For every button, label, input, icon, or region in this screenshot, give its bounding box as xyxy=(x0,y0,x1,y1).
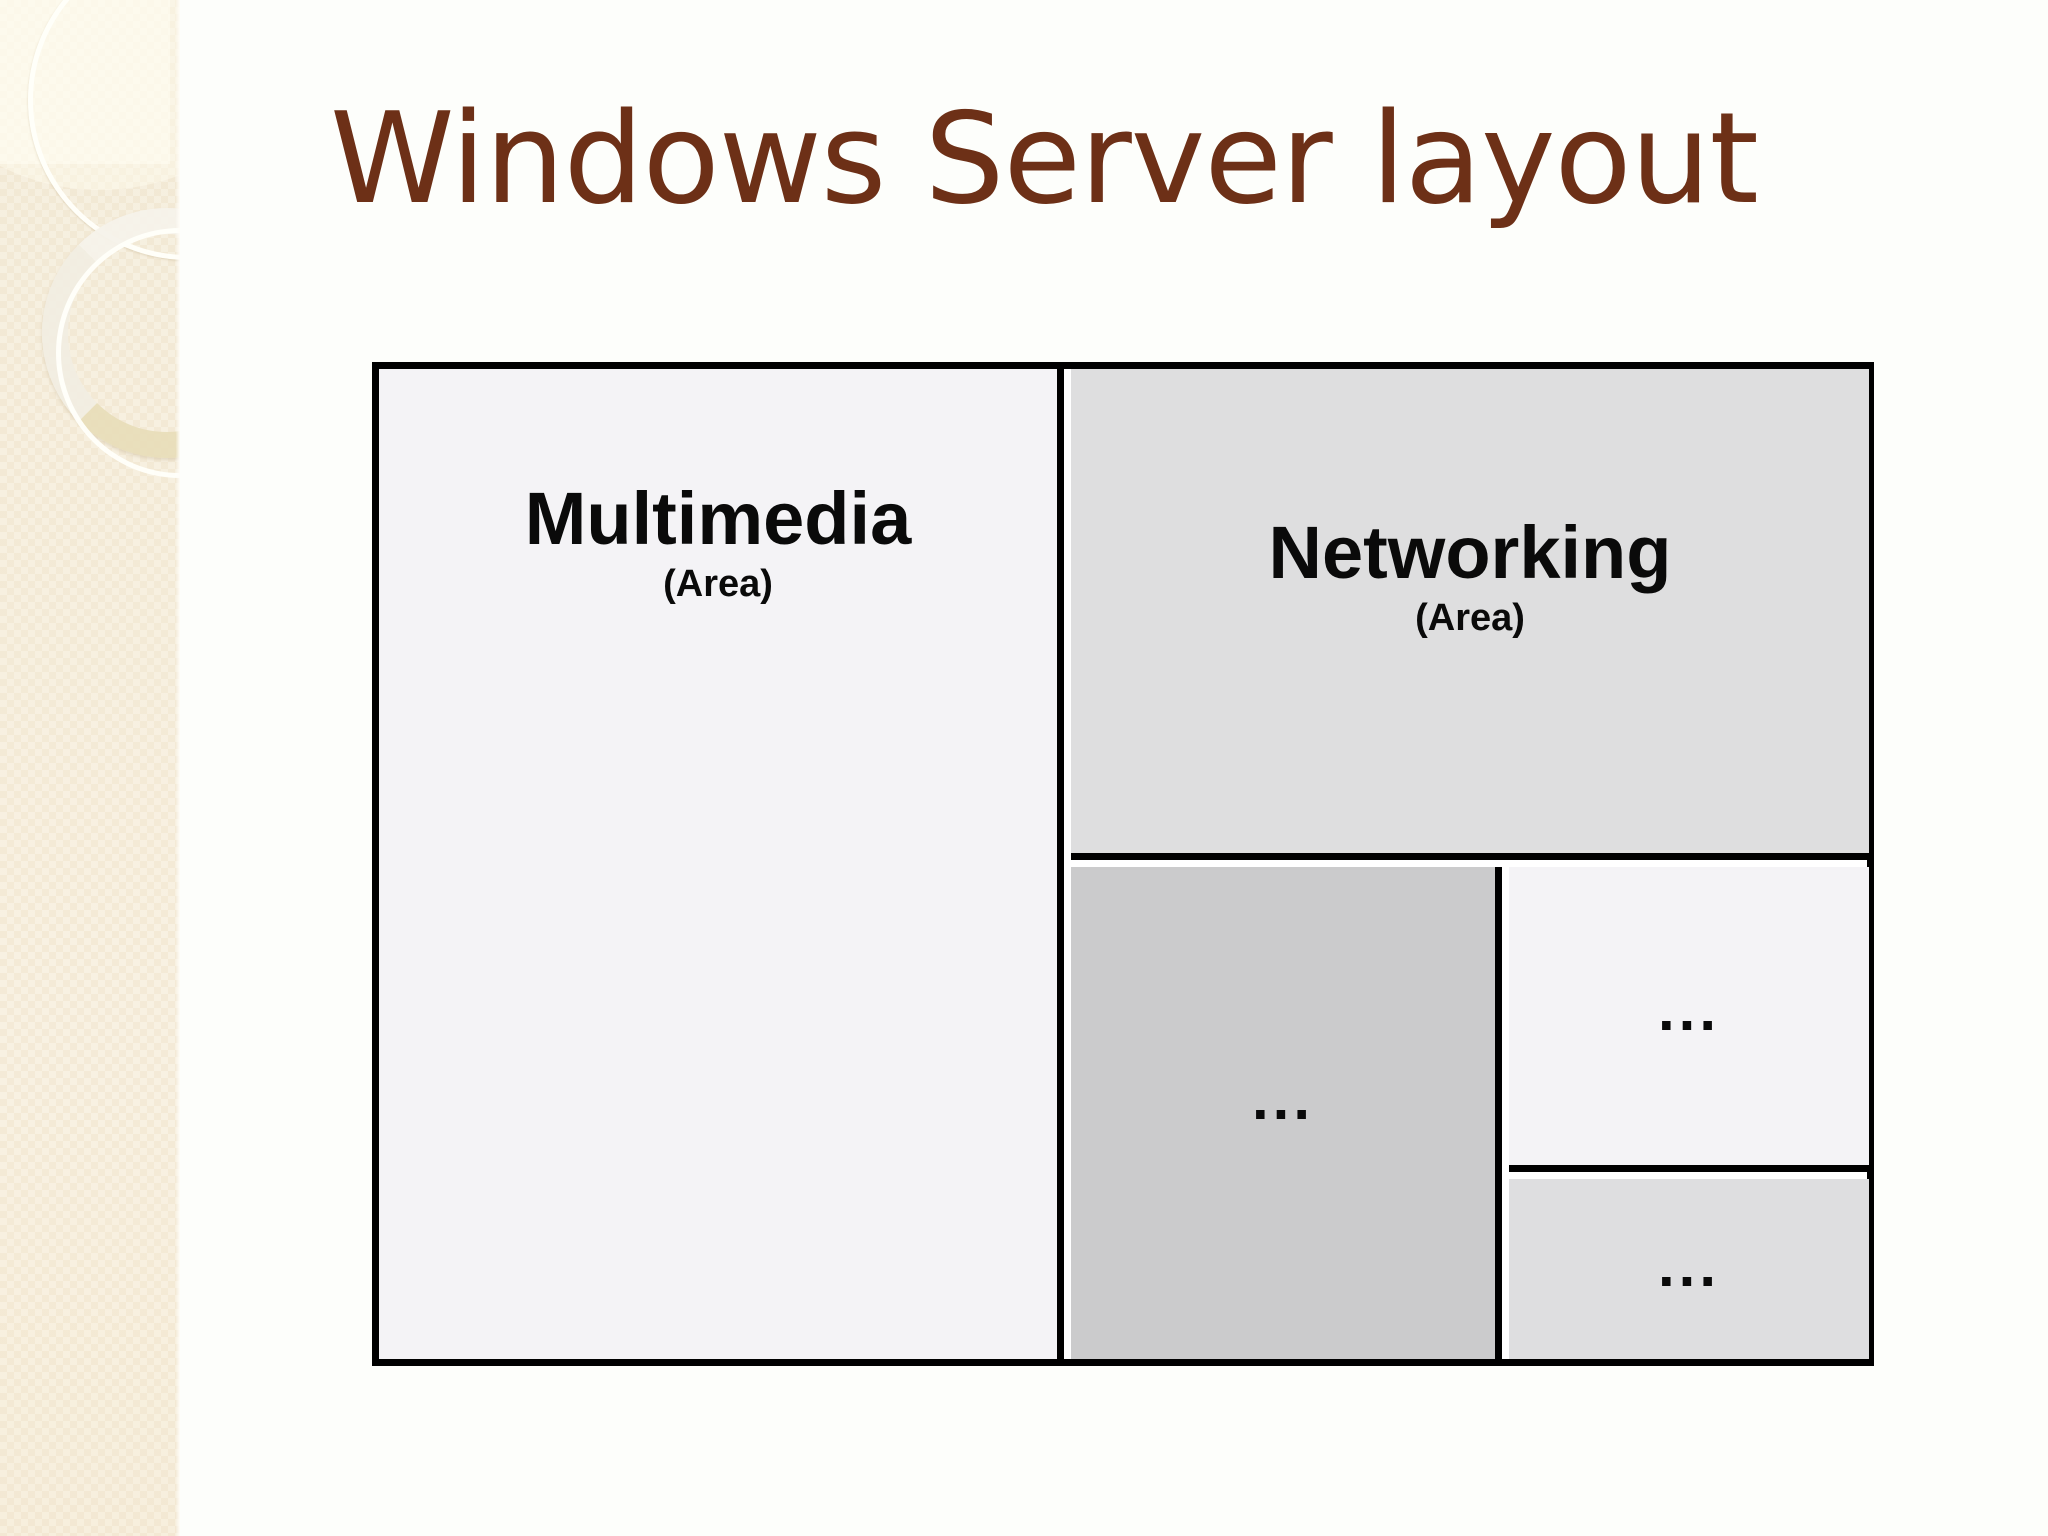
networking-heading: Networking xyxy=(1268,511,1672,594)
diagram-cell-sub1[interactable]: ... xyxy=(1071,867,1502,1359)
multimedia-subtitle: (Area) xyxy=(663,563,773,606)
page-title: Windows Server layout xyxy=(330,85,1759,232)
sub3-ellipsis: ... xyxy=(1657,1232,1720,1299)
networking-subtitle: (Area) xyxy=(1415,597,1525,640)
sub1-ellipsis: ... xyxy=(1251,1065,1314,1132)
sub2-ellipsis: ... xyxy=(1657,976,1720,1043)
decorative-sidebar xyxy=(0,0,180,1536)
diagram-cell-sub2[interactable]: ... xyxy=(1509,867,1869,1172)
diagram-cell-multimedia[interactable]: Multimedia (Area) xyxy=(379,369,1064,1359)
windows-server-layout-diagram: Multimedia (Area) Networking (Area) ... … xyxy=(372,362,1874,1366)
multimedia-heading: Multimedia xyxy=(524,477,912,560)
diagram-cell-sub3[interactable]: ... xyxy=(1509,1179,1869,1359)
diagram-cell-networking[interactable]: Networking (Area) xyxy=(1071,369,1869,860)
sidebar-edge-divider xyxy=(176,0,180,1536)
